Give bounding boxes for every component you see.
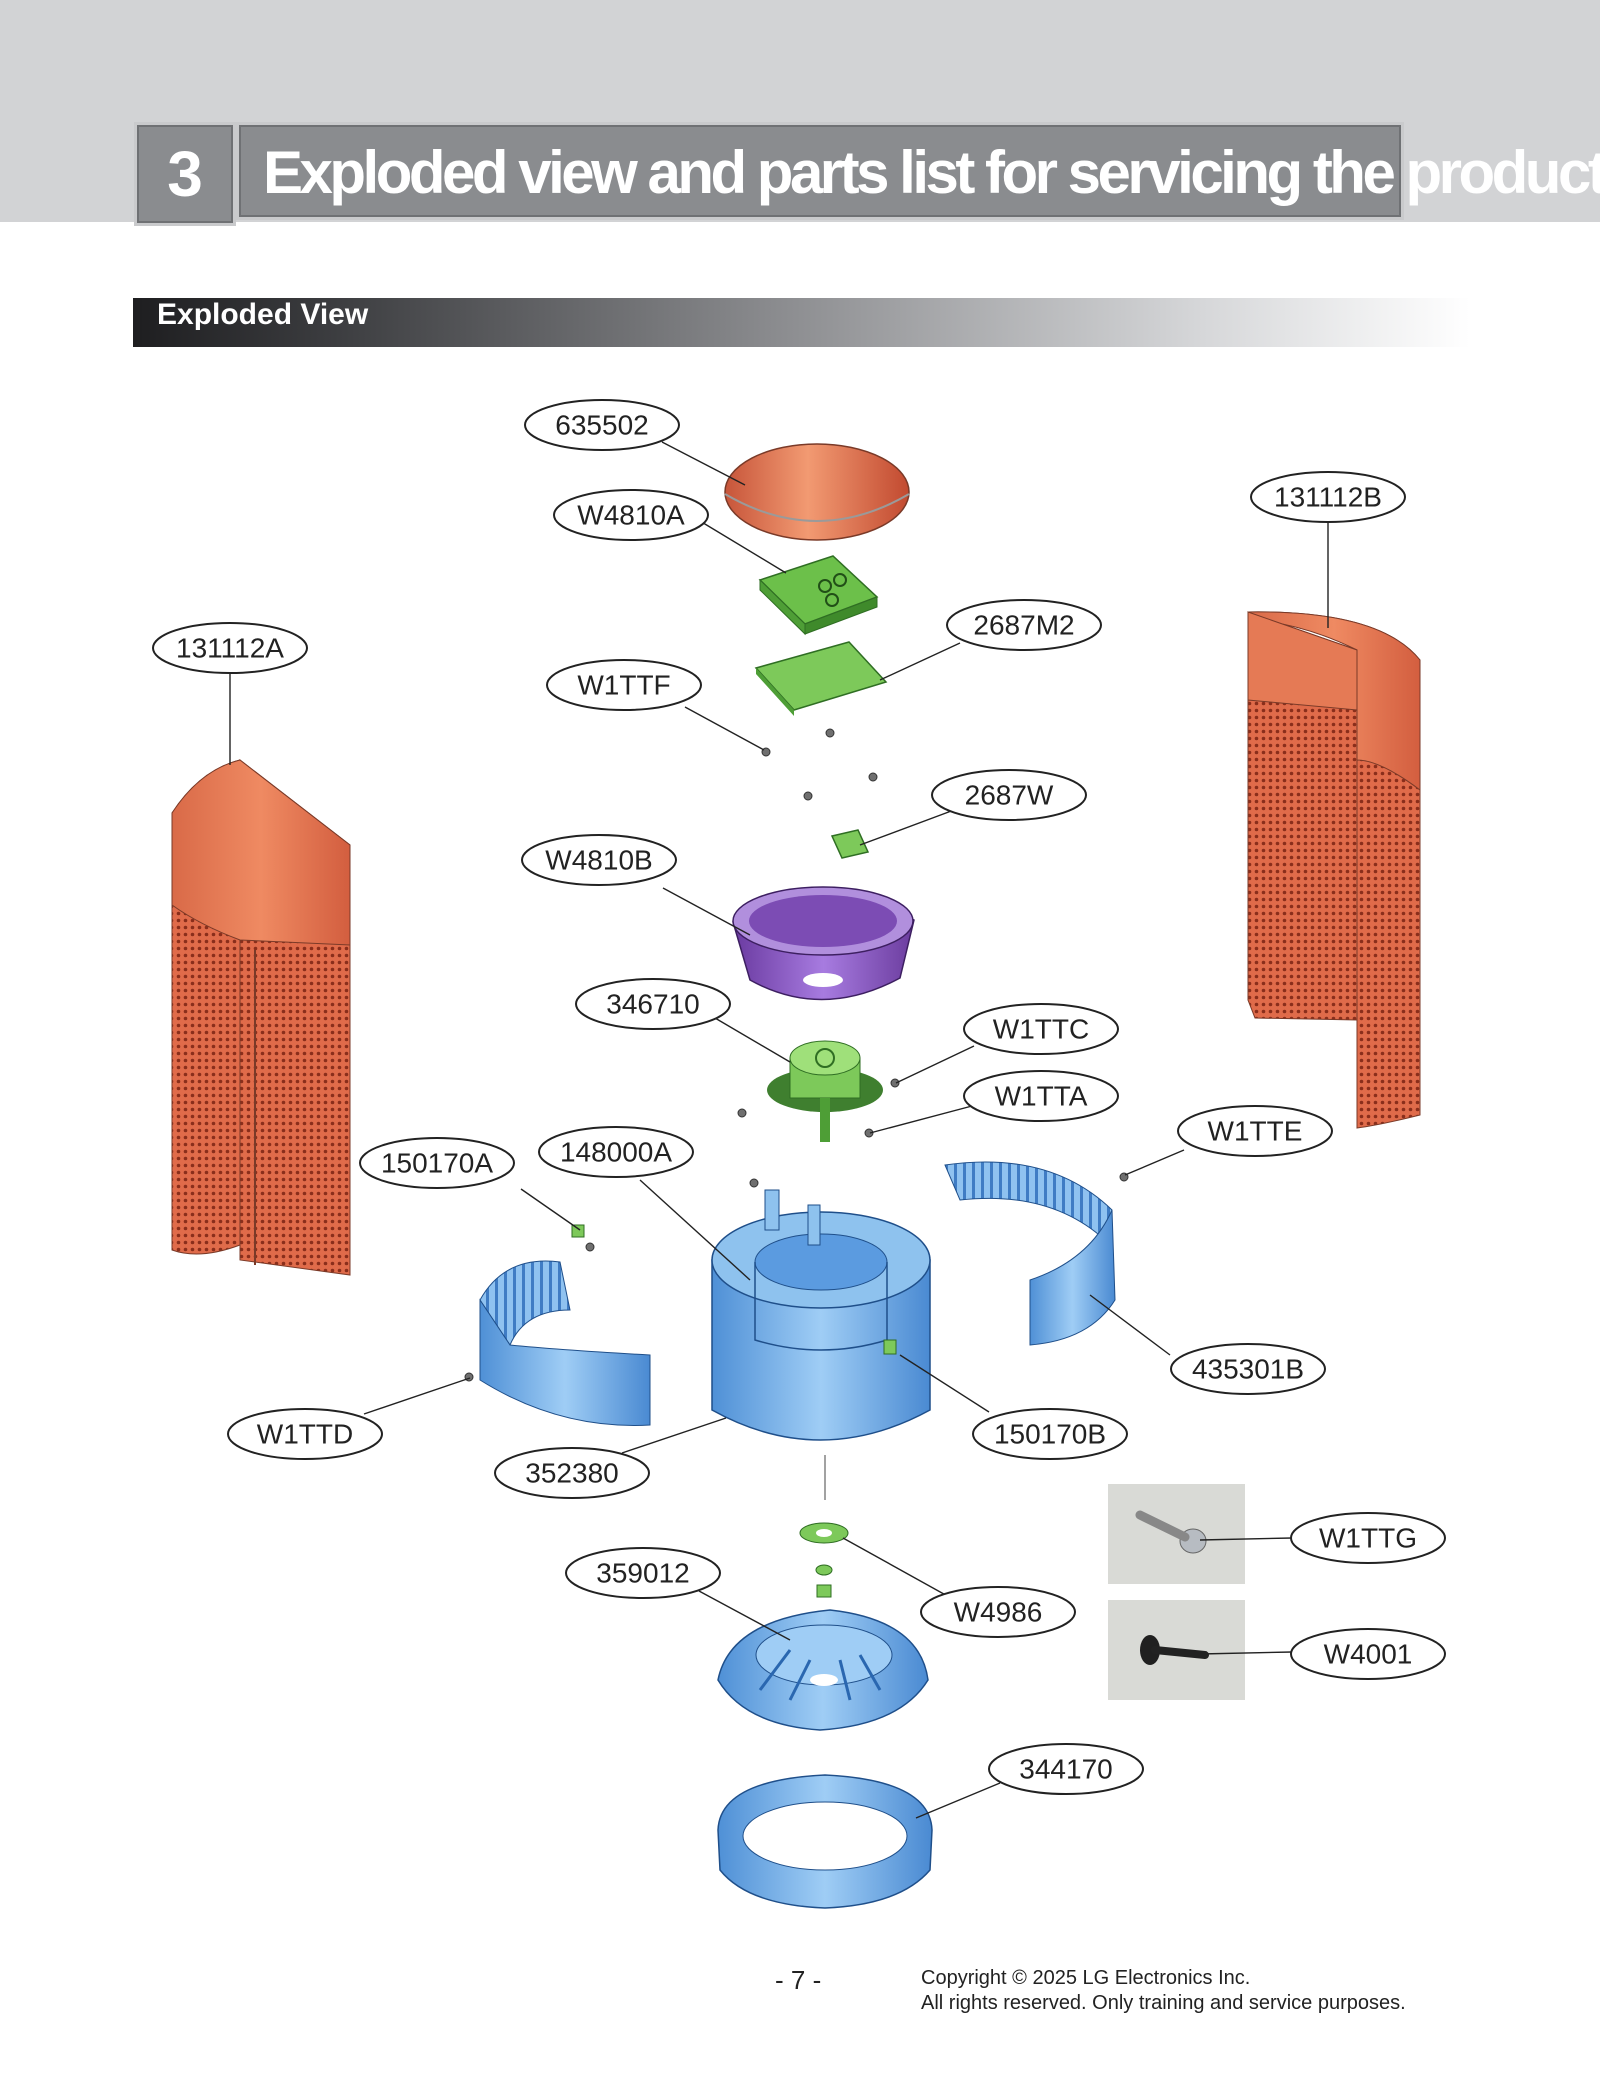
display-pcb-part bbox=[758, 555, 879, 636]
upper-housing-part bbox=[732, 886, 915, 1001]
chapter-number: 3 bbox=[134, 122, 236, 226]
copyright-line-2: All rights reserved. Only training and s… bbox=[921, 1992, 1406, 2014]
callout-435301b: 435301B bbox=[1192, 1354, 1304, 1385]
section-header: Exploded View bbox=[133, 298, 1470, 347]
callout-2687m2: 2687M2 bbox=[973, 610, 1074, 641]
top-cover-part bbox=[724, 443, 910, 541]
callout-w1ttg: W1TTG bbox=[1319, 1523, 1417, 1554]
base-ring-part bbox=[717, 1774, 933, 1909]
copyright-line-1: Copyright © 2025 LG Electronics Inc. bbox=[921, 1967, 1251, 1989]
fan-part bbox=[717, 1609, 929, 1731]
callout-352380: 352380 bbox=[525, 1458, 618, 1489]
callout-w1ttc: W1TTC bbox=[993, 1014, 1089, 1045]
right-fin-part bbox=[944, 1161, 1116, 1346]
screw-photo-w4001 bbox=[1108, 1600, 1245, 1700]
callout-2687w: 2687W bbox=[965, 780, 1054, 811]
copyright-notice: Copyright © 2025 LG Electronics Inc. All… bbox=[921, 1966, 1406, 2016]
callout-w1tta: W1TTA bbox=[995, 1081, 1088, 1112]
callout-150170b: 150170B bbox=[994, 1419, 1106, 1450]
motor-part bbox=[767, 1040, 883, 1142]
screw-photo-w1ttg bbox=[1108, 1484, 1245, 1584]
callout-131112b: 131112B bbox=[1274, 482, 1382, 513]
callout-w1ttf: W1TTF bbox=[577, 670, 670, 701]
clip-a-part bbox=[571, 1224, 585, 1238]
left-fin-part bbox=[479, 1260, 651, 1426]
callout-w4986: W4986 bbox=[954, 1597, 1043, 1628]
page-number: - 7 - bbox=[775, 1965, 822, 1995]
left-grille-part bbox=[171, 758, 351, 1276]
sensor-clip-part bbox=[830, 829, 870, 859]
leader-lines bbox=[229, 441, 1329, 1819]
washer-part bbox=[799, 1522, 849, 1598]
callout-w4810a: W4810A bbox=[577, 500, 685, 531]
callout-359012: 359012 bbox=[596, 1558, 689, 1589]
callout-w4001: W4001 bbox=[1324, 1639, 1413, 1670]
callout-w1ttd: W1TTD bbox=[257, 1419, 353, 1450]
chapter-title: Exploded view and parts list for servici… bbox=[236, 122, 1600, 220]
main-pcb-part bbox=[754, 641, 888, 716]
right-grille-part bbox=[1247, 611, 1421, 1129]
section-title: Exploded View bbox=[157, 298, 369, 331]
callout-635502: 635502 bbox=[555, 410, 648, 441]
main-housing-part bbox=[711, 1189, 931, 1500]
callout-131112a: 131112A bbox=[176, 633, 284, 664]
callout-148000a: 148000A bbox=[560, 1137, 672, 1168]
callout-346710: 346710 bbox=[606, 989, 699, 1020]
callout-344170: 344170 bbox=[1019, 1754, 1112, 1785]
callout-w4810b: W4810B bbox=[545, 845, 652, 876]
callout-150170a: 150170A bbox=[381, 1148, 493, 1179]
callout-w1tte: W1TTE bbox=[1208, 1116, 1303, 1147]
callout-ovals bbox=[152, 399, 1446, 1795]
